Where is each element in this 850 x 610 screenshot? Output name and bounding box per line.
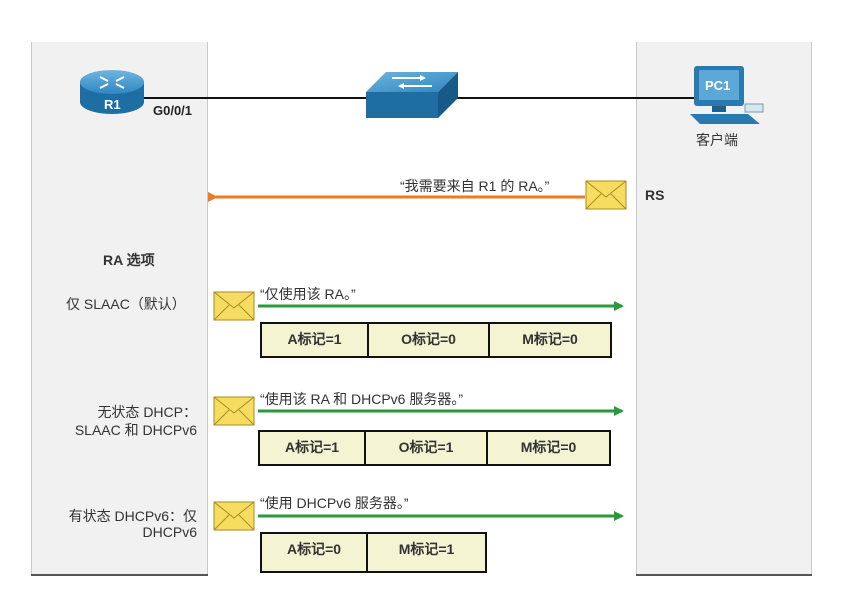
flag-cell: M标记=1 (398, 541, 455, 557)
pc-icon (690, 66, 764, 124)
option-slaac-label: 仅 SLAAC（默认） (66, 296, 186, 312)
option-slaac-quote: “仅使用该 RA。” (260, 286, 356, 302)
envelope-icon (213, 291, 255, 321)
option-stateful-label-line1: 有状态 DHCPv6：仅 (68, 508, 197, 524)
option-stateless-label-line1: 无状态 DHCP： (97, 404, 197, 420)
router-icon (80, 70, 144, 114)
rs-quote: “我需要来自 R1 的 RA。” (400, 178, 550, 194)
option-stateless-quote: “使用该 RA 和 DHCPv6 服务器。” (260, 391, 464, 407)
flag-cell: A标记=1 (262, 324, 369, 356)
option-stateful-flags: A标记=0 M标记=1 (260, 532, 487, 573)
envelope-icon (585, 180, 627, 210)
option-stateless-label-line2: SLAAC 和 DHCPv6 (74, 422, 197, 438)
option-stateless-flags: A标记=1 O标记=1 M标记=0 (258, 430, 611, 466)
flag-cell: A标记=1 (260, 432, 366, 464)
flag-cell: O标记=1 (366, 432, 488, 464)
rs-label: RS (645, 187, 665, 203)
options-heading: RA 选项 (103, 252, 155, 268)
flag-cell: A标记=0 (262, 534, 368, 571)
pc-label: PC1 (705, 78, 731, 93)
router-side-panel (31, 42, 208, 574)
option-slaac-flags: A标记=1 O标记=0 M标记=0 (260, 322, 612, 358)
router-label: R1 (104, 97, 121, 112)
client-side-panel (636, 42, 812, 574)
flag-cell: M标记=0 (520, 439, 577, 455)
flag-cell: O标记=0 (369, 324, 490, 356)
client-label: 客户端 (696, 132, 738, 148)
envelope-icon (213, 501, 255, 531)
flag-cell: M标记=0 (522, 331, 578, 347)
envelope-icon (213, 396, 255, 426)
switch-icon (366, 72, 458, 118)
option-stateful-label-line2: DHCPv6 (142, 524, 197, 540)
interface-label: G0/0/1 (153, 103, 193, 118)
option-stateful-quote: “使用 DHCPv6 服务器。” (260, 495, 409, 511)
